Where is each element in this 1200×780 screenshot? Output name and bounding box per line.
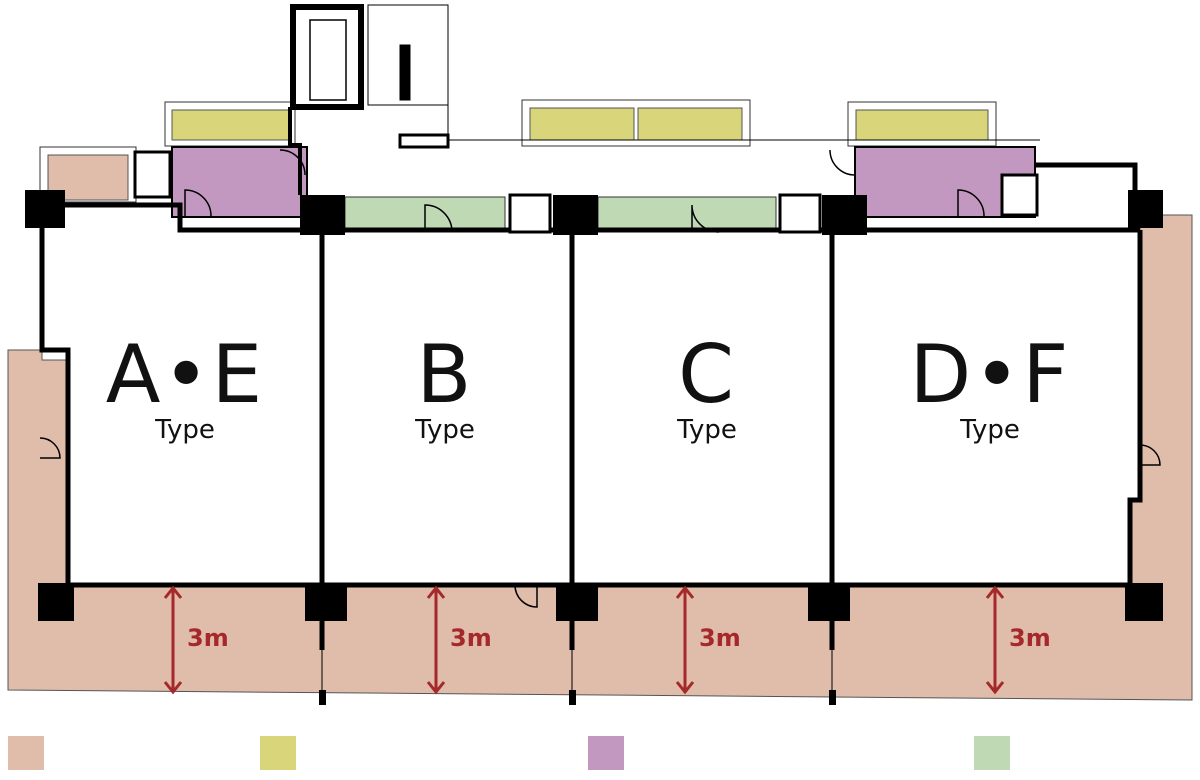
unit-type: Type <box>155 415 215 445</box>
legend-porch <box>974 736 1010 770</box>
door-swings <box>39 149 1161 608</box>
closets <box>133 150 1039 234</box>
unit-letter: B <box>416 328 474 421</box>
unit-walls <box>39 162 1143 650</box>
dimension-arrows <box>163 585 1005 695</box>
unit-letter: C <box>678 328 736 421</box>
unit-label-df: D•F Type <box>880 328 1100 446</box>
legend-swatch <box>588 736 624 770</box>
unit-type: Type <box>415 415 475 445</box>
unit-type: Type <box>960 415 1020 445</box>
service-balconies <box>171 107 989 141</box>
legend-balcony <box>8 736 44 770</box>
dimension-label: 3m <box>699 624 741 652</box>
unit-label-ae: A•E Type <box>80 328 290 446</box>
unit-label-b: B Type <box>340 328 550 446</box>
alcoves <box>171 146 1036 218</box>
structural-columns <box>25 190 1163 621</box>
dimension-label: 3m <box>187 624 229 652</box>
legend-swatch <box>8 736 44 770</box>
legend-swatch <box>260 736 296 770</box>
partition-ends <box>319 690 836 705</box>
dimension-label: 3m <box>1009 624 1051 652</box>
stair-elevator-core <box>288 4 1040 195</box>
legend-alcove <box>588 736 624 770</box>
balcony-areas <box>7 154 1193 701</box>
unit-letter: A•E <box>105 328 265 421</box>
unit-letter: D•F <box>909 328 1071 421</box>
legend-service-balcony <box>260 736 296 770</box>
unit-label-c: C Type <box>602 328 812 446</box>
dimension-label: 3m <box>450 624 492 652</box>
unit-type: Type <box>677 415 737 445</box>
legend-swatch <box>974 736 1010 770</box>
